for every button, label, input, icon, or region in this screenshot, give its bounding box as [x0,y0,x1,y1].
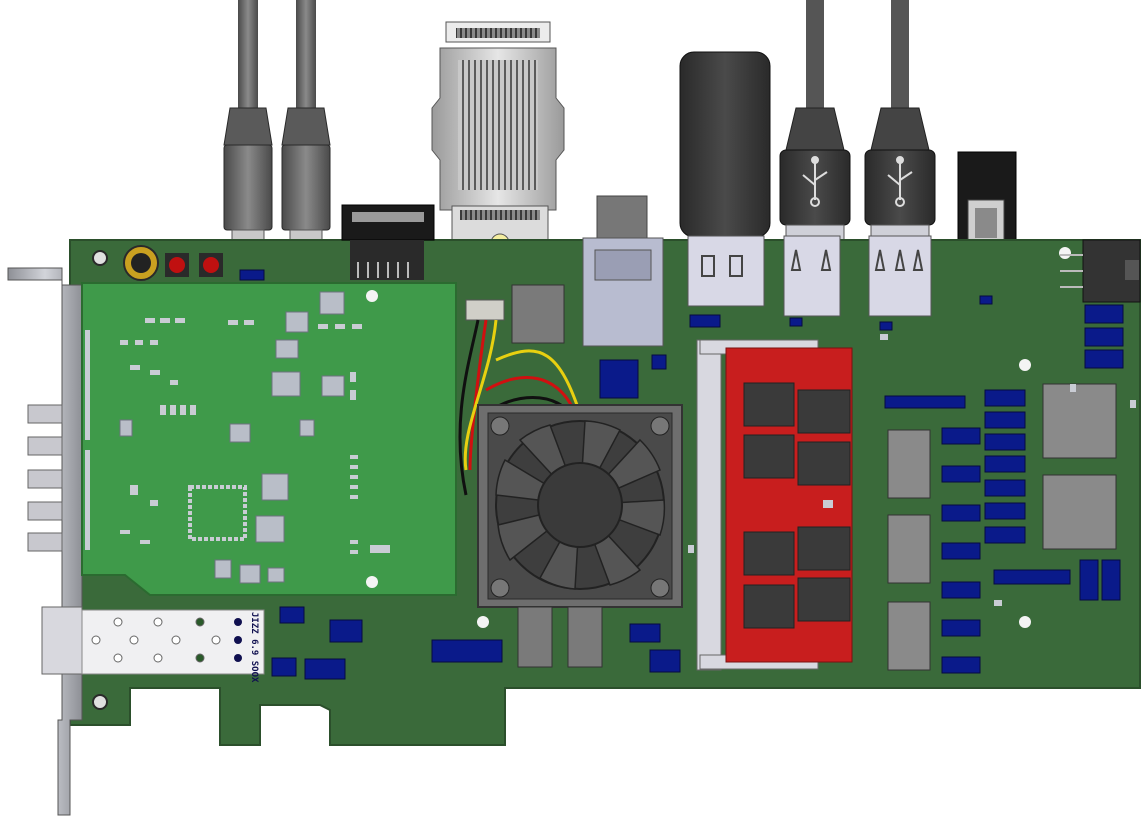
fpc-connector[interactable] [341,204,435,280]
top-left-controls [123,245,223,281]
usb-trident-icon [887,156,913,207]
usb-a-plug-right[interactable] [864,107,936,244]
right-ic-group [887,383,1117,671]
daughter-board [81,282,457,596]
dongle-plug[interactable] [679,51,771,238]
passives [688,334,1136,606]
blue-smd-components [239,269,1124,680]
mounting-hole-icon [92,250,108,266]
cpu-fan [477,404,683,668]
fan-wires [458,299,584,496]
usb3-receptacle-1[interactable] [687,235,765,307]
mounting-hole-icon [366,576,378,588]
sfp-cage[interactable]: JIZZ 6.9 SOOX [41,606,265,683]
gray-ic [511,284,565,344]
mounting-hole-icon [477,616,489,628]
micro-usb-plug-left[interactable] [223,107,273,261]
usb3-receptacle-3[interactable] [868,235,932,317]
sodimm-slot[interactable] [696,339,853,671]
pcie-bracket [7,267,83,816]
micro-usb-cables [223,0,331,261]
usb-a-cables [779,0,936,244]
sfp-label: JIZZ 6.9 SOOX [249,612,259,683]
usb-trident-icon [802,156,828,207]
mounting-hole-icon [92,694,108,710]
mounting-hole-icon [1019,359,1031,371]
usb-a-plug-left[interactable] [779,107,851,244]
camera-module-heatsink [431,21,565,267]
rj45-ethernet-port[interactable] [582,195,664,347]
sfp-label-dots [234,618,242,662]
boot-button[interactable] [199,253,223,277]
mounting-hole-icon [1059,247,1071,259]
usb3-receptacle-2[interactable] [783,235,841,317]
mounting-hole-icon [1019,616,1031,628]
fan-header-right[interactable] [1060,239,1141,303]
mounting-hole-icon [366,290,378,302]
fan-icon [495,420,666,590]
reset-button[interactable] [165,253,189,277]
micro-usb-plug-right[interactable] [281,107,331,261]
